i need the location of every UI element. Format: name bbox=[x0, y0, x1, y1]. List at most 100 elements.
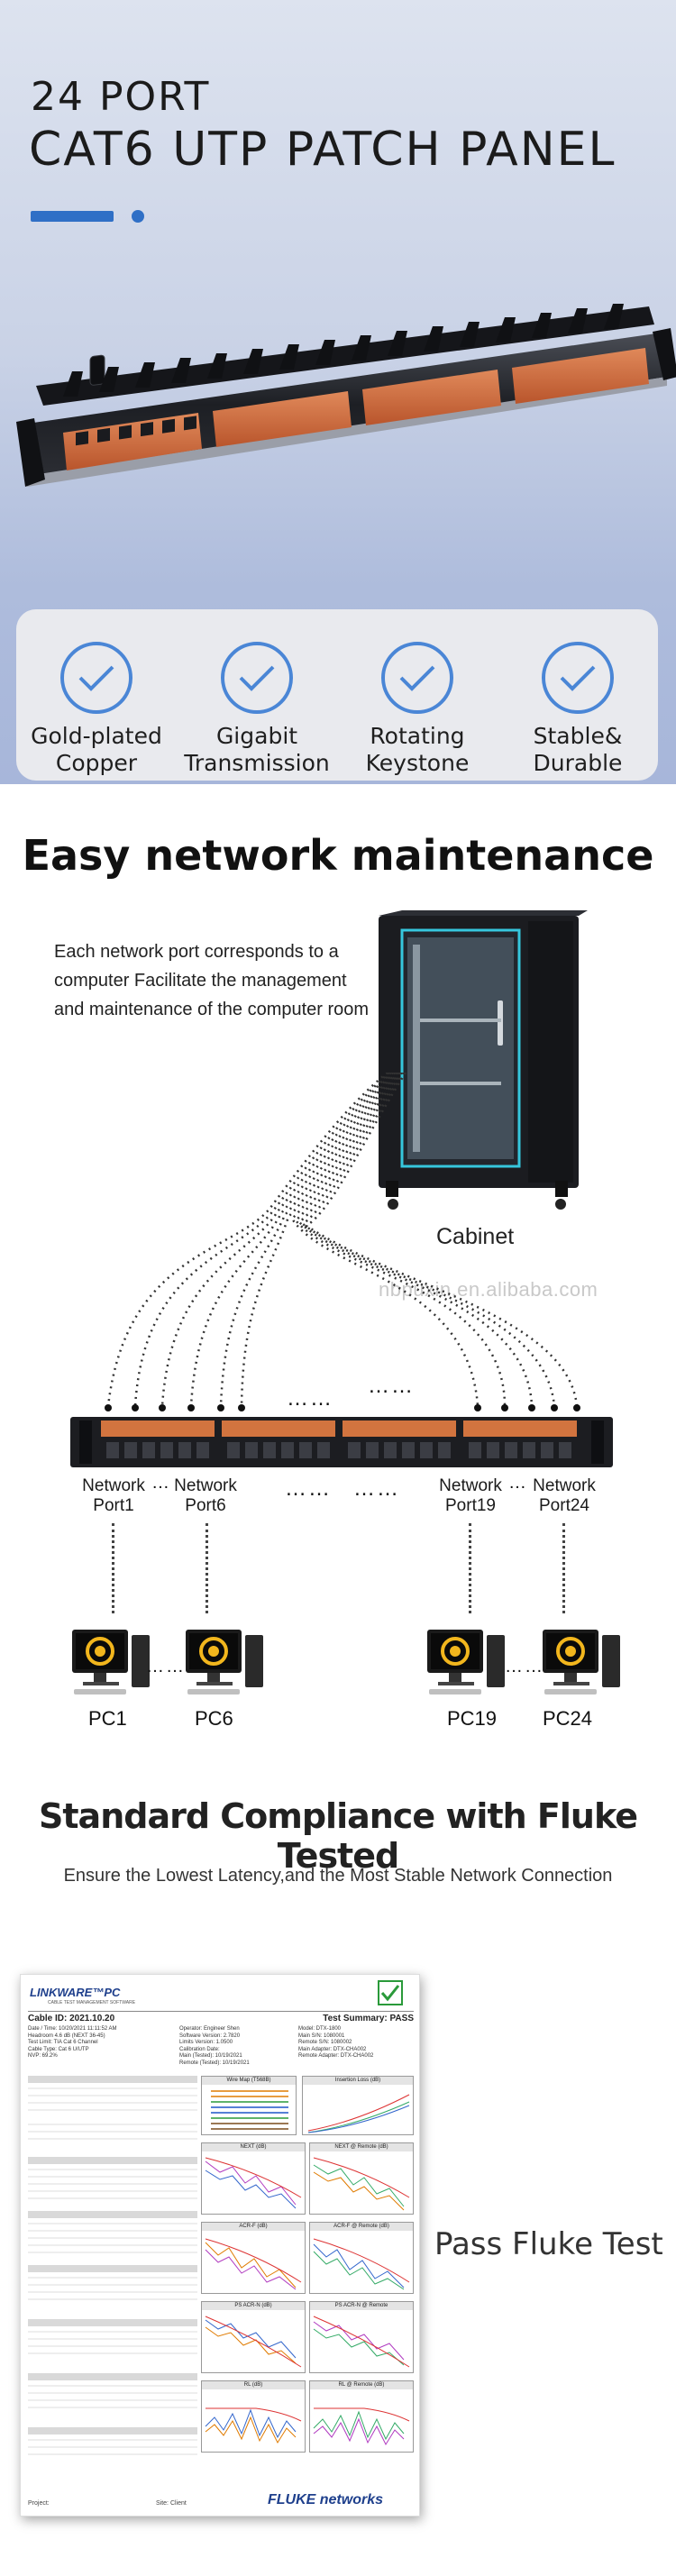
info-line: Headroom 4.6 dB (NEXT 36-45) bbox=[28, 2032, 105, 2039]
info-line: Test Limit: TIA Cat 6 Channel bbox=[28, 2040, 98, 2045]
measurement-table bbox=[28, 2076, 197, 2494]
ps-acr-n-graph: PS ACR-N (dB) bbox=[201, 2301, 306, 2373]
graph-curves bbox=[313, 2316, 410, 2368]
pc-label: PC19 bbox=[447, 1707, 498, 1730]
dotted-link-line bbox=[469, 1523, 471, 1613]
wire-map-lines bbox=[211, 2090, 288, 2130]
check-circle-icon bbox=[60, 642, 132, 714]
info-line: NVP: 69.2% bbox=[28, 2053, 58, 2059]
port-label-line2: Port24 bbox=[539, 1496, 589, 1515]
patch-panel-image bbox=[16, 304, 676, 487]
info-line: Date / Time: 10/20/2021 11:11:52 AM bbox=[28, 2026, 117, 2032]
feature-item: Rotating Keystone bbox=[345, 642, 489, 777]
ellipsis-text: … bbox=[151, 1473, 171, 1493]
info-line: Main S/N: 1080001 bbox=[298, 2032, 345, 2039]
port-label-port6: Network Port6 bbox=[171, 1476, 240, 1516]
pc-computer-icon bbox=[72, 1630, 150, 1694]
insertion-loss-graph: Insertion Loss (dB) bbox=[302, 2076, 414, 2135]
graph-title: RL (dB) bbox=[202, 2381, 305, 2389]
ps-acr-n-remote-graph: PS ACR-N @ Remote bbox=[309, 2301, 414, 2373]
port-label-line1: Network bbox=[533, 1476, 596, 1495]
info-line: Remote Adapter: DTX-CHA002 bbox=[298, 2053, 374, 2059]
graph-curves bbox=[205, 2407, 302, 2444]
ellipsis-text: …… bbox=[146, 1657, 186, 1676]
hero-title-line1: 24 PORT bbox=[31, 74, 211, 120]
report-project: Project: bbox=[28, 2500, 50, 2507]
linkware-logo: LINKWARE™PC bbox=[30, 1986, 121, 1999]
port-label-line1: Network bbox=[439, 1476, 502, 1495]
graph-title: PS ACR-N (dB) bbox=[202, 2302, 305, 2310]
dotted-link-line bbox=[206, 1523, 208, 1613]
graph-curves bbox=[313, 2238, 410, 2290]
pc-computer-icon bbox=[186, 1630, 263, 1694]
return-loss-remote-graph: RL @ Remote (dB) bbox=[309, 2380, 414, 2453]
wire-map-graph: Wire Map (T568B) bbox=[201, 2076, 297, 2135]
patch-panel-front-image bbox=[70, 1417, 613, 1467]
hero-title-line2: CAT6 UTP PATCH PANEL bbox=[29, 123, 617, 177]
feature-label: Gigabit Transmission bbox=[184, 723, 330, 776]
acr-f-graph: ACR-F (dB) bbox=[201, 2222, 306, 2294]
return-loss-graph: RL (dB) bbox=[201, 2380, 306, 2453]
info-line: Remote (Tested): 10/19/2021 bbox=[179, 2060, 250, 2066]
feature-item: Gold-plated Copper bbox=[24, 642, 169, 777]
info-line: Calibration Date: bbox=[179, 2046, 220, 2052]
graph-title: PS ACR-N @ Remote bbox=[310, 2302, 413, 2310]
graph-title: Wire Map (T568B) bbox=[202, 2077, 296, 2085]
graph-curves bbox=[205, 2157, 302, 2209]
report-info-mid: Operator: Engineer Shen Software Version… bbox=[179, 2026, 250, 2067]
port-label-line2: Port1 bbox=[93, 1496, 134, 1515]
graph-curves bbox=[307, 2094, 410, 2133]
port-label-line2: Port19 bbox=[445, 1496, 496, 1515]
test-summary: Test Summary: PASS bbox=[323, 2014, 414, 2023]
check-circle-icon bbox=[381, 642, 453, 714]
pass-fluke-label: Pass Fluke Test bbox=[434, 2226, 663, 2262]
ellipsis-text: … bbox=[508, 1473, 528, 1493]
ellipsis-text: …… bbox=[368, 1374, 415, 1398]
graph-title: NEXT (dB) bbox=[202, 2143, 305, 2151]
port-label-line1: Network bbox=[82, 1476, 145, 1495]
cable-id: Cable ID: 2021.10.20 bbox=[28, 2014, 115, 2023]
port-label-line1: Network bbox=[174, 1476, 237, 1495]
graph-curves bbox=[205, 2316, 302, 2368]
hero-banner: 24 PORT CAT6 UTP PATCH PANEL bbox=[0, 0, 676, 784]
port-label-port1: Network Port1 bbox=[79, 1476, 148, 1516]
accent-dash bbox=[31, 211, 114, 222]
info-line: Remote S/N: 1080002 bbox=[298, 2040, 352, 2045]
pc-label: PC24 bbox=[543, 1707, 593, 1730]
ellipsis-text: …… bbox=[287, 1386, 333, 1411]
pc-computer-icon bbox=[543, 1630, 620, 1694]
pc-computer-icon bbox=[427, 1630, 505, 1694]
watermark-text: nbpuxin.en.alibaba.com bbox=[379, 1278, 598, 1301]
maintenance-heading: Easy network maintenance bbox=[22, 831, 654, 880]
report-header: Cable ID: 2021.10.20 Test Summary: PASS … bbox=[28, 2011, 414, 2067]
graph-curves bbox=[313, 2407, 410, 2446]
ellipsis-text: …… bbox=[505, 1657, 544, 1676]
graph-title: ACR-F @ Remote (dB) bbox=[310, 2223, 413, 2231]
next-graph: NEXT (dB) bbox=[201, 2142, 306, 2215]
dotted-link-line bbox=[562, 1523, 565, 1613]
info-line: Cable Type: Cat 6 U/UTP bbox=[28, 2046, 89, 2052]
port-label-port24: Network Port24 bbox=[528, 1476, 600, 1516]
report-info-right: Model: DTX-1800 Main S/N: 1080001 Remote… bbox=[298, 2026, 373, 2060]
feature-label: Stable& Durable bbox=[533, 723, 623, 776]
info-line: Limits Version: 1.0500 bbox=[179, 2040, 233, 2045]
server-cabinet-image bbox=[379, 910, 588, 1210]
info-line: Operator: Engineer Shen bbox=[179, 2026, 240, 2032]
fluke-test-report: LINKWARE™PC CABLE TEST MANAGEMENT SOFTWA… bbox=[20, 1974, 420, 2517]
ellipsis-text: …… bbox=[353, 1476, 400, 1501]
feature-list: Gold-plated Copper Gigabit Transmission … bbox=[16, 609, 658, 781]
feature-item: Gigabit Transmission bbox=[184, 642, 330, 777]
port-label-port19: Network Port19 bbox=[434, 1476, 507, 1516]
port-label-line2: Port6 bbox=[185, 1496, 226, 1515]
check-circle-icon bbox=[221, 642, 293, 714]
pc-label: PC6 bbox=[195, 1707, 233, 1730]
accent-dot bbox=[132, 210, 144, 223]
report-info-left: Date / Time: 10/20/2021 11:11:52 AM Head… bbox=[28, 2026, 117, 2060]
pass-check-icon bbox=[378, 1980, 403, 2005]
graph-title: Insertion Loss (dB) bbox=[303, 2077, 413, 2085]
feature-label: Rotating Keystone bbox=[365, 723, 470, 776]
ellipsis-text: …… bbox=[285, 1476, 332, 1501]
fluke-networks-logo: FLUKE networks bbox=[267, 2492, 383, 2507]
acr-f-remote-graph: ACR-F @ Remote (dB) bbox=[309, 2222, 414, 2294]
next-remote-graph: NEXT @ Remote (dB) bbox=[309, 2142, 414, 2215]
